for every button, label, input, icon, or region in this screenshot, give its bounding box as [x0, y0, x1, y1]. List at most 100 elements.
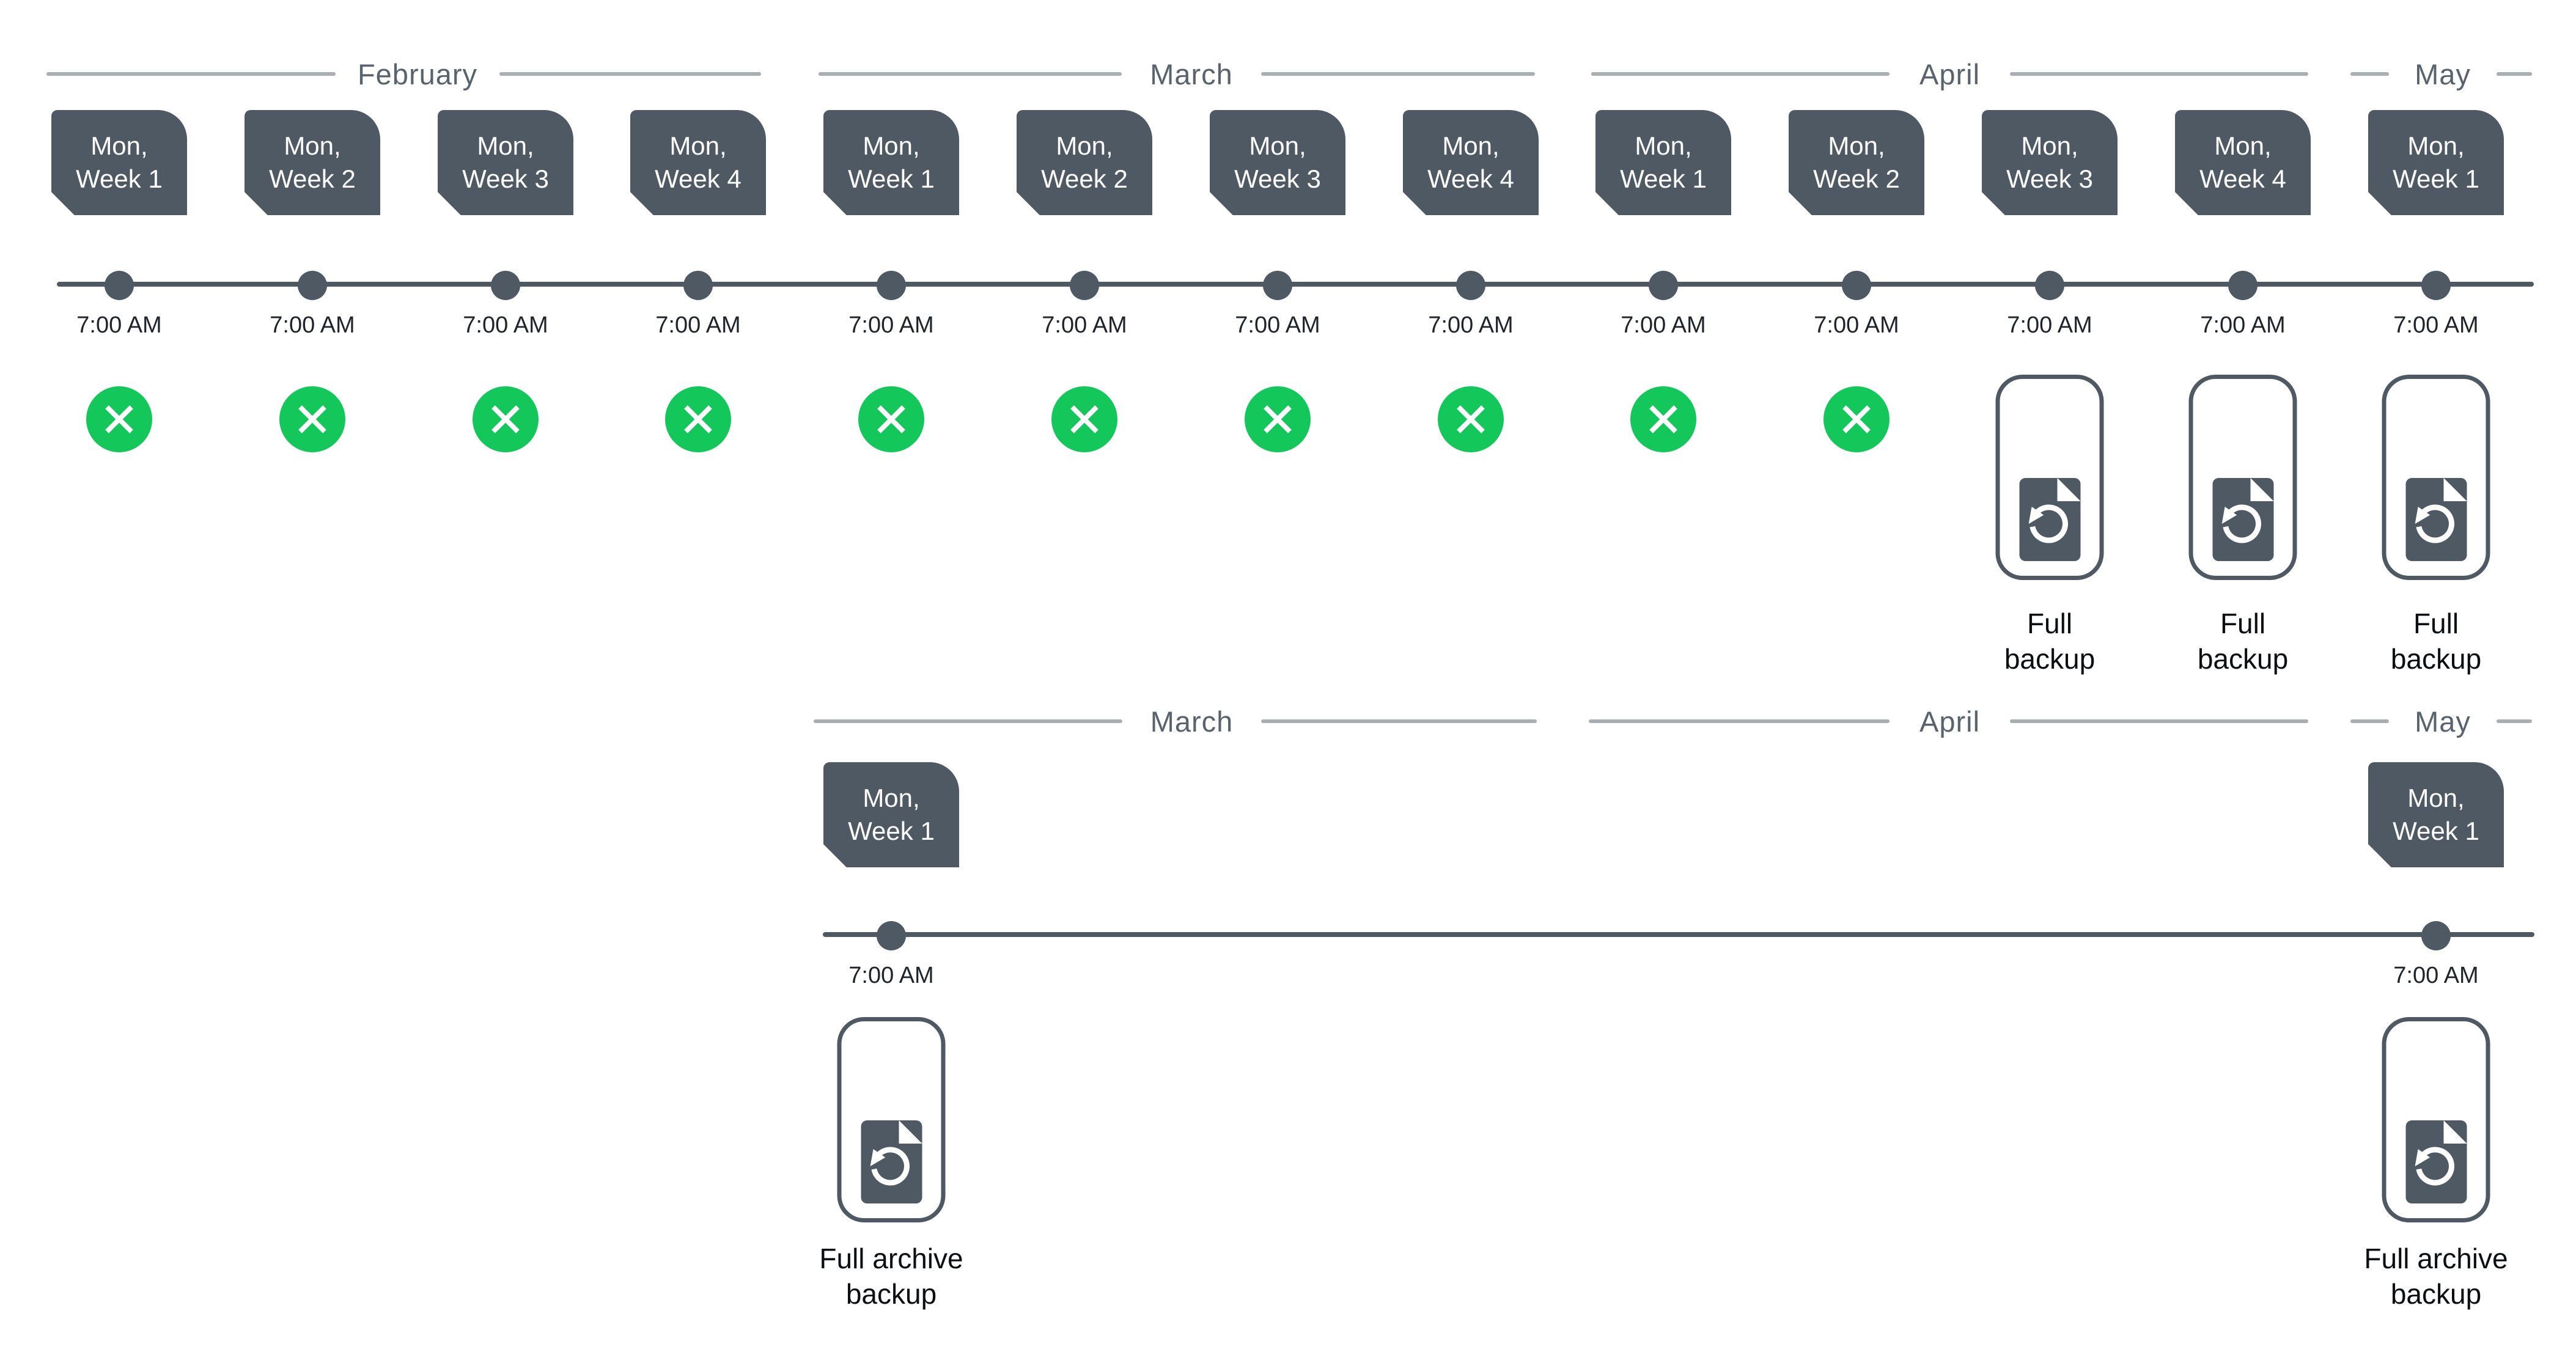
week-tag-day: Mon, — [669, 131, 727, 160]
month-divider-line — [2010, 72, 2308, 76]
week-tag-week: Week 4 — [2199, 164, 2286, 193]
timeline-dot — [491, 271, 520, 300]
week-tag-week: Week 3 — [1234, 164, 1321, 193]
week-tag-day: Mon, — [1056, 131, 1113, 160]
time-label: 7:00 AM — [2007, 312, 2092, 338]
timeline-dot — [105, 271, 134, 300]
time-label: 7:00 AM — [848, 963, 934, 988]
time-label: 7:00 AM — [270, 312, 355, 338]
week-column: Mon, Week 3 7:00 AM — [438, 110, 573, 721]
week-tag-week: Week 4 — [655, 164, 742, 193]
week-tag: Mon, Week 4 — [2175, 110, 2311, 215]
week-tag: Mon, Week 3 — [1210, 110, 1345, 215]
x-circle-icon — [1245, 386, 1311, 452]
month-header-april: April — [1919, 58, 1981, 90]
week-tag-week: Week 3 — [462, 164, 549, 193]
week-column: Mon, Week 3 7:00 AM Full backup — [1982, 110, 2118, 721]
week-tag-week: Week 1 — [76, 164, 163, 193]
x-circle-icon — [86, 386, 152, 452]
week-tag: Mon, Week 3 — [438, 110, 573, 215]
timeline-dot — [683, 271, 713, 300]
week-tag-day: Mon, — [1828, 131, 1885, 160]
month-divider-line — [2497, 72, 2532, 76]
document-restore-icon — [2405, 1120, 2467, 1203]
month-divider-line — [46, 72, 336, 76]
week-tag-day: Mon, — [477, 131, 534, 160]
month-divider-line — [2497, 719, 2532, 723]
week-tag-week: Week 2 — [1041, 164, 1128, 193]
week-column: Mon, Week 4 7:00 AM — [1403, 110, 1539, 721]
x-circle-icon — [858, 386, 924, 452]
week-tag-week: Week 4 — [1427, 164, 1514, 193]
week-column: Mon, Week 4 7:00 AM — [630, 110, 766, 721]
week-column: Mon, Week 2 7:00 AM — [1017, 110, 1152, 721]
timeline-dot — [1263, 271, 1292, 300]
time-label: 7:00 AM — [463, 312, 548, 338]
timeline-dot — [877, 271, 906, 300]
x-circle-icon — [665, 386, 731, 452]
week-tag: Mon, Week 2 — [245, 110, 380, 215]
x-circle-icon — [1630, 386, 1696, 452]
x-circle-icon — [1438, 386, 1504, 452]
week-tag: Mon, Week 1 — [51, 110, 187, 215]
timeline-dot — [1070, 271, 1099, 300]
x-circle-icon — [1051, 386, 1117, 452]
month-header-april-2: April — [1919, 705, 1981, 738]
time-label: 7:00 AM — [1621, 312, 1706, 338]
timeline-dot — [1456, 271, 1485, 300]
week-column: Mon, Week 4 7:00 AM Full backup — [2175, 110, 2311, 721]
timeline-dot — [2421, 921, 2451, 950]
week-tag-day: Mon, — [863, 784, 920, 812]
week-tag-day: Mon, — [1635, 131, 1692, 160]
timeline-dot — [298, 271, 327, 300]
time-label: 7:00 AM — [848, 312, 934, 338]
x-circle-icon — [1823, 386, 1890, 452]
week-column: Mon, Week 1 7:00 AM — [823, 110, 959, 721]
week-tag: Mon, Week 1 — [823, 762, 959, 867]
timeline-dot — [1649, 271, 1678, 300]
week-tag: Mon, Week 1 — [2368, 762, 2504, 867]
time-label: 7:00 AM — [2393, 312, 2479, 338]
week-tag-day: Mon, — [2407, 131, 2465, 160]
full-backup-card — [1995, 375, 2104, 580]
week-tag-day: Mon, — [90, 131, 148, 160]
full-archive-backup-label: Full archive backup — [2364, 1243, 2508, 1310]
week-column: Mon, Week 1 7:00 AM Full archive backup — [819, 762, 963, 1352]
month-divider-line — [814, 719, 1122, 723]
week-tag-week: Week 1 — [2393, 164, 2479, 193]
month-divider-line — [1591, 72, 1890, 76]
timeline-dot — [877, 921, 906, 950]
week-tag-day: Mon, — [2407, 784, 2465, 812]
timeline-dot — [2035, 271, 2064, 300]
time-label: 7:00 AM — [2393, 963, 2479, 988]
time-label: 7:00 AM — [1042, 312, 1127, 338]
week-tag: Mon, Week 3 — [1982, 110, 2118, 215]
week-column: Mon, Week 3 7:00 AM — [1210, 110, 1345, 721]
full-archive-backup-card — [837, 1017, 946, 1222]
full-archive-backup-card — [2382, 1017, 2490, 1222]
week-tag-week: Week 1 — [848, 817, 935, 845]
week-tag-day: Mon, — [2021, 131, 2078, 160]
timeline-dot — [1842, 271, 1871, 300]
timeline-dot — [2228, 271, 2258, 300]
time-label: 7:00 AM — [1814, 312, 1899, 338]
x-circle-icon — [473, 386, 539, 452]
week-column: Mon, Week 1 7:00 AM Full archive backup — [2364, 762, 2508, 1352]
week-tag-day: Mon, — [1442, 131, 1500, 160]
month-header-march: March — [1150, 58, 1233, 90]
week-tag: Mon, Week 2 — [1017, 110, 1152, 215]
month-divider-line — [2350, 72, 2389, 76]
week-column: Mon, Week 2 7:00 AM — [245, 110, 380, 721]
week-tag: Mon, Week 1 — [823, 110, 959, 215]
full-backup-label: Full backup — [2390, 608, 2482, 675]
month-divider-line — [1261, 72, 1535, 76]
week-tag: Mon, Week 4 — [630, 110, 766, 215]
full-backup-label: Full backup — [2197, 608, 2289, 675]
week-column: Mon, Week 1 7:00 AM Full backup — [2368, 110, 2504, 721]
full-backup-label: Full backup — [2004, 608, 2096, 675]
month-divider-line — [2010, 719, 2308, 723]
x-circle-icon — [279, 386, 345, 452]
month-divider-line — [499, 72, 761, 76]
week-tag: Mon, Week 4 — [1403, 110, 1539, 215]
